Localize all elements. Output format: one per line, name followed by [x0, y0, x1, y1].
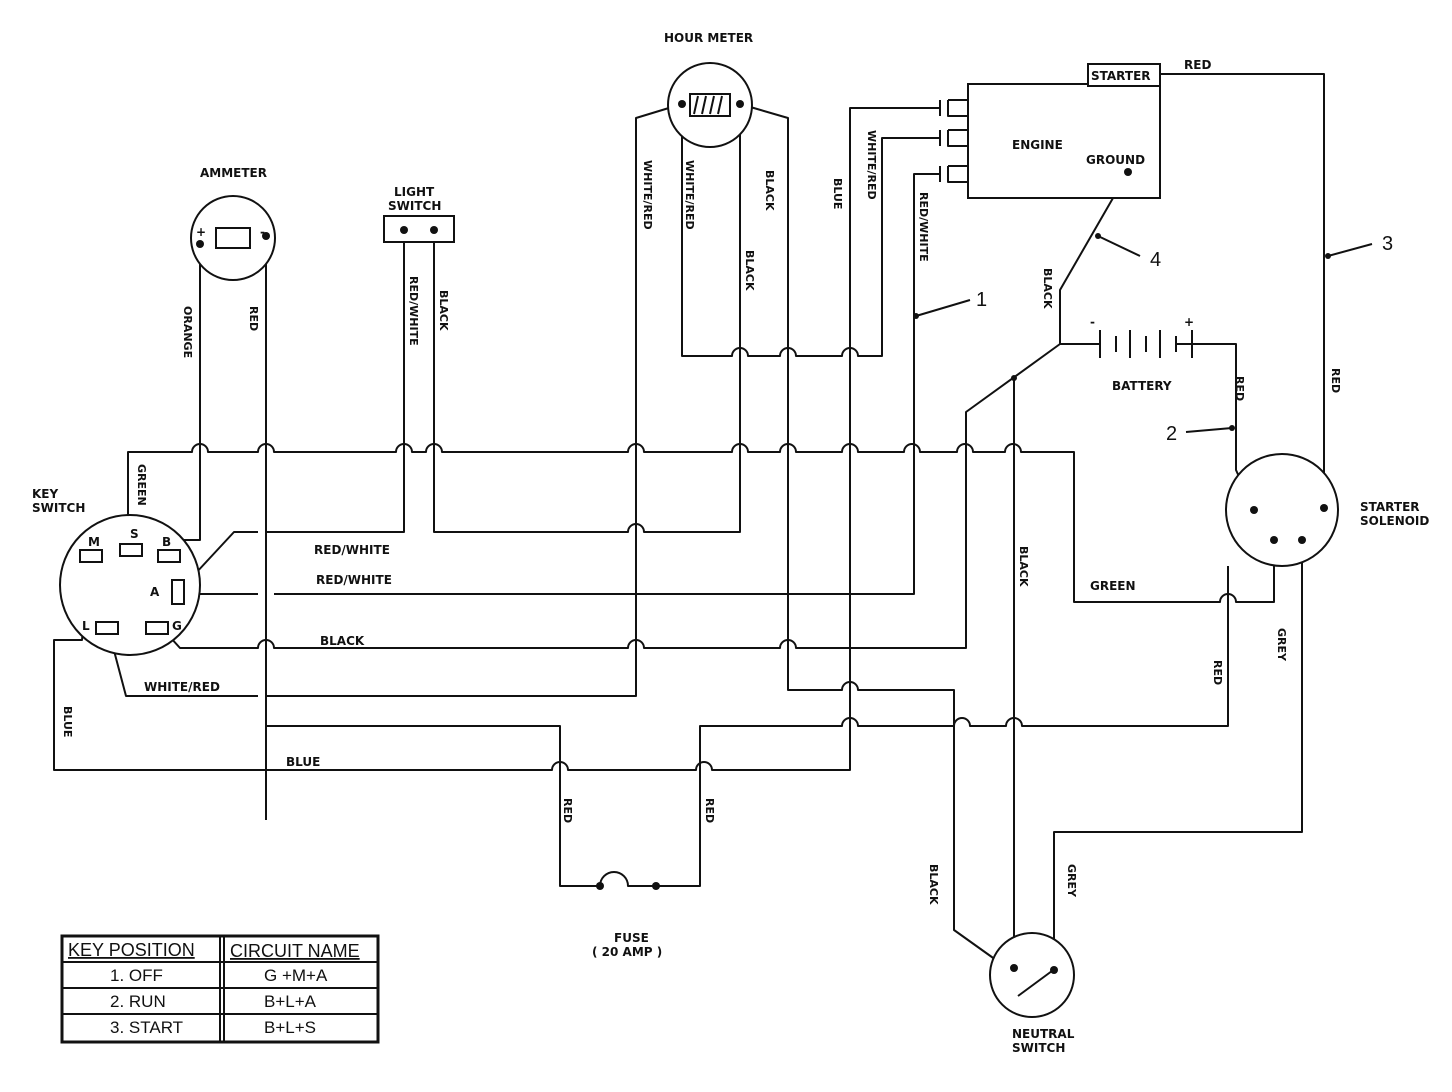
- neutral-switch: [989, 932, 1075, 1018]
- label-green-sol: GREEN: [1090, 579, 1136, 593]
- callout-1: 1: [976, 289, 987, 311]
- light-switch-label-2: SWITCH: [388, 199, 441, 213]
- wire-black-battery: [1059, 171, 1129, 345]
- wire-red-white-light: [181, 230, 405, 589]
- label-red-fuse-right: RED: [703, 798, 716, 823]
- wire-white-red-hm2: [681, 104, 940, 357]
- label-red-fuse-left: RED: [561, 798, 574, 823]
- label-black-light: BLACK: [437, 290, 450, 331]
- label-red-white-1: RED/WHITE: [314, 543, 390, 557]
- ammeter: [190, 195, 276, 281]
- label-red-battery: RED: [1233, 376, 1246, 401]
- key-terminal-s: S: [130, 527, 139, 541]
- key-terminal-b: B: [162, 535, 171, 549]
- wire-black-hm: [739, 103, 1011, 971]
- label-white-red-engine: WHITE/RED: [865, 130, 878, 200]
- label-red-sol: RED: [1211, 660, 1224, 685]
- table-cell: B+L+A: [264, 992, 317, 1011]
- starter-solenoid-label-1: STARTER: [1360, 500, 1420, 514]
- callout-3-leader: [1327, 243, 1373, 257]
- wire-blue-engine: [53, 107, 940, 771]
- light-switch-label-1: LIGHT: [394, 185, 435, 199]
- label-orange: ORANGE: [181, 306, 194, 358]
- label-red-starter-top: RED: [1184, 58, 1211, 72]
- light-switch: [383, 215, 455, 243]
- wire-red-starter: [1160, 73, 1325, 508]
- wire-row-452: [127, 443, 1275, 603]
- starter-solenoid-label-2: SOLENOID: [1360, 514, 1429, 528]
- label-black-center: BLACK: [1017, 546, 1030, 587]
- table-cell: 1. OFF: [110, 966, 163, 985]
- label-red-white-engine: RED/WHITE: [917, 192, 930, 262]
- key-terminal-a: A: [150, 585, 160, 599]
- wire-orange: [176, 244, 201, 541]
- label-black-h: BLACK: [320, 634, 365, 648]
- callout-3: 3: [1382, 233, 1393, 255]
- label-black-battery: BLACK: [1041, 268, 1054, 309]
- ground-label: GROUND: [1086, 153, 1145, 167]
- wire-grey: [1053, 540, 1303, 970]
- battery: - +: [1090, 315, 1194, 358]
- callout-1-leader: [915, 299, 971, 317]
- key-terminal-m: M: [88, 535, 100, 549]
- label-grey-sol: GREY: [1275, 628, 1288, 662]
- starter-solenoid: [1225, 453, 1339, 567]
- ammeter-plus: +: [196, 225, 206, 239]
- label-white-red-h: WHITE/RED: [144, 680, 220, 694]
- battery-minus: -: [1090, 315, 1095, 329]
- label-white-red-hm1: WHITE/RED: [641, 160, 654, 230]
- key-terminal-g: G: [172, 619, 182, 633]
- fuse-label-1: FUSE: [614, 931, 649, 945]
- table-header-circuit-name: CIRCUIT NAME: [230, 941, 360, 961]
- table-cell: 3. START: [110, 1018, 183, 1037]
- key-position-table: KEY POSITION CIRCUIT NAME 1. OFF G +M+A …: [60, 934, 380, 1044]
- engine: [939, 63, 1161, 199]
- neutral-switch-label-2: SWITCH: [1012, 1041, 1065, 1055]
- key-switch-label-2: SWITCH: [32, 501, 85, 515]
- label-blue-h: BLUE: [286, 755, 320, 769]
- callout-2: 2: [1166, 423, 1177, 445]
- hour-meter: [667, 62, 753, 148]
- fuse-terminal-left: [596, 882, 604, 890]
- battery-plus: +: [1184, 315, 1194, 329]
- label-green-key: GREEN: [135, 464, 148, 506]
- callout-2-leader: [1185, 427, 1233, 433]
- table-cell: 2. RUN: [110, 992, 166, 1011]
- label-blue-v: BLUE: [61, 706, 74, 737]
- label-red-white-2: RED/WHITE: [316, 573, 392, 587]
- ammeter-label: AMMETER: [200, 166, 267, 180]
- wire-red-fuse: [266, 566, 1229, 887]
- wire-black-key: [159, 343, 1061, 649]
- engine-label: ENGINE: [1012, 138, 1063, 152]
- label-red-ammeter: RED: [247, 306, 260, 331]
- label-red-starter-right: RED: [1329, 368, 1342, 393]
- table-cell: B+L+S: [264, 1018, 316, 1037]
- label-grey-neutral: GREY: [1065, 864, 1078, 898]
- ammeter-minus: -: [260, 225, 265, 239]
- key-switch-label-1: KEY: [32, 487, 58, 501]
- starter-label: STARTER: [1091, 69, 1151, 83]
- label-black-neutral: BLACK: [927, 864, 940, 905]
- label-black-hm2: BLACK: [743, 250, 756, 291]
- neutral-switch-label-1: NEUTRAL: [1012, 1027, 1075, 1041]
- fuse-label-2: ( 20 AMP ): [592, 945, 662, 959]
- label-black-hm1: BLACK: [763, 170, 776, 211]
- table-cell: G +M+A: [264, 966, 328, 985]
- table-header-key-position: KEY POSITION: [68, 940, 195, 960]
- key-switch: [59, 514, 201, 656]
- fuse-terminal-right: [652, 882, 660, 890]
- label-blue-engine: BLUE: [831, 178, 844, 209]
- callout-4-leader: [1097, 235, 1141, 257]
- label-red-white-light: RED/WHITE: [407, 276, 420, 346]
- battery-label: BATTERY: [1112, 379, 1172, 393]
- hour-meter-label: HOUR METER: [664, 31, 753, 45]
- callout-4: 4: [1150, 249, 1161, 271]
- label-white-red-hm2: WHITE/RED: [683, 160, 696, 230]
- key-terminal-l: L: [82, 619, 90, 633]
